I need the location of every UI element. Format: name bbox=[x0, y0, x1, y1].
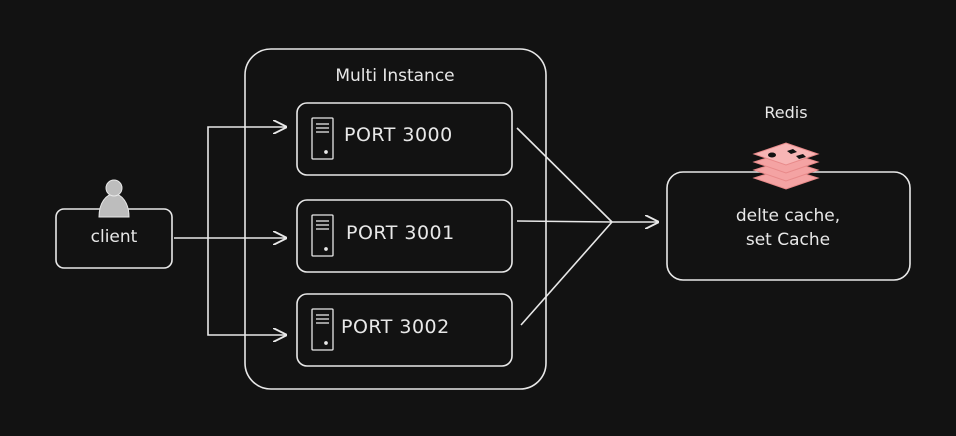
redis-connector bbox=[516, 127, 658, 326]
server-label-3002: PORT 3002 bbox=[341, 316, 450, 338]
redis-description: delte cache, set Cache bbox=[668, 204, 908, 252]
user-icon bbox=[98, 179, 130, 218]
server-icon bbox=[311, 117, 334, 160]
redis-description-line2: set Cache bbox=[745, 230, 831, 250]
client-connector bbox=[174, 127, 286, 335]
server-box-3002[interactable] bbox=[296, 293, 513, 367]
server-box-3001[interactable] bbox=[296, 199, 513, 273]
server-icon bbox=[311, 308, 334, 351]
group-title: Multi Instance bbox=[335, 66, 455, 86]
redis-title: Redis bbox=[764, 103, 808, 122]
redis-description-line1: delte cache, bbox=[735, 206, 841, 226]
server-icon bbox=[311, 214, 334, 257]
server-label-3001: PORT 3001 bbox=[346, 222, 455, 244]
redis-logo-icon bbox=[752, 142, 820, 190]
multi-instance-group bbox=[244, 48, 547, 390]
server-box-3000[interactable] bbox=[296, 102, 513, 176]
client-label: client bbox=[90, 227, 138, 247]
server-label-3000: PORT 3000 bbox=[344, 124, 453, 146]
